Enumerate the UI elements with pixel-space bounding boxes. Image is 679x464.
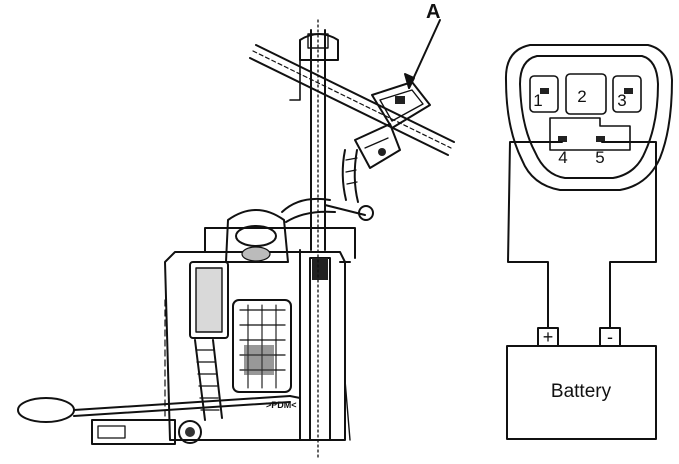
- positive-terminal-label: +: [543, 327, 554, 347]
- pin-label-1: 1: [533, 91, 542, 110]
- negative-terminal-label: -: [607, 327, 613, 347]
- jumper-wires: [507, 141, 657, 329]
- mounting-bar: [249, 44, 455, 156]
- housing-marking: >PDM<: [266, 400, 297, 410]
- pin-label-5: 5: [595, 148, 604, 167]
- battery-label: Battery: [551, 381, 612, 402]
- callout-label-a: A: [426, 1, 440, 23]
- pump-connector-a: [354, 81, 431, 169]
- callout-a-arrow: [404, 19, 441, 89]
- pin-label-4: 4: [558, 148, 567, 167]
- pin-label-2: 2: [577, 87, 586, 106]
- connector-face: [504, 44, 673, 191]
- battery: [506, 327, 657, 440]
- pin-label-3: 3: [617, 91, 626, 110]
- fuel-pump-assembly: [17, 19, 374, 461]
